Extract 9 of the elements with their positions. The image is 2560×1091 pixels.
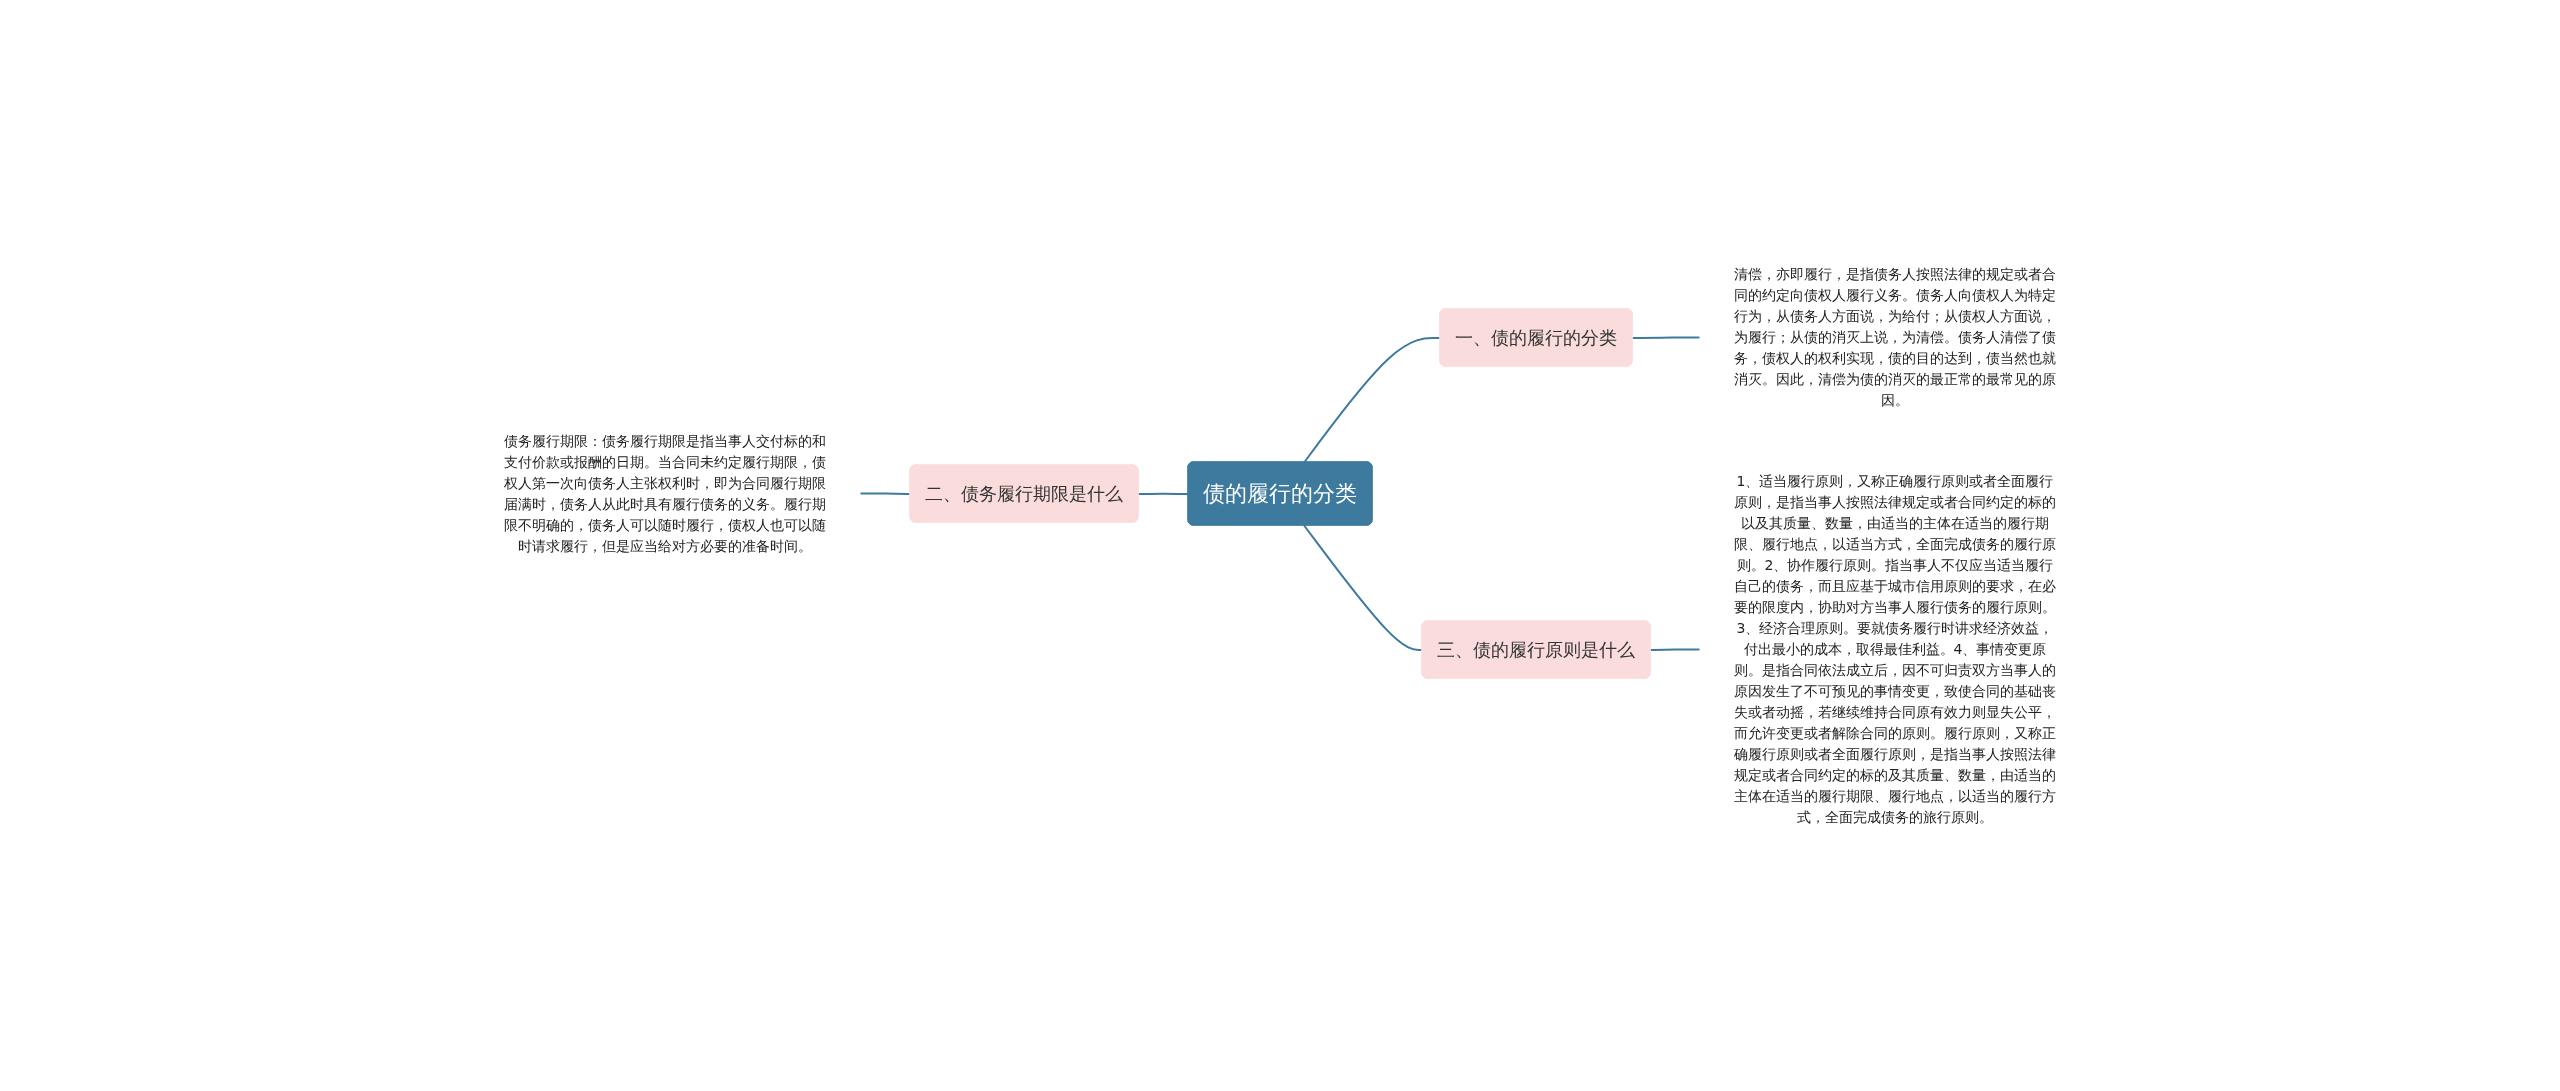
connector	[1303, 336, 1442, 463]
node-text: 清偿，亦即履行，是指债务人按照法律的规定或者合同的约定向债权人履行义务。债务人向债权人为特定行为，从债务人方面说，为给付；从债权人方面说，为履行；从债的消灭上说，为清偿。债务人清偿了债务，债权人的权利实现，债的目的达到，债当然也就消灭。因此，清偿为债的消灭的最正常的最常见的原因。	[1734, 265, 2056, 408]
node-text: 1、适当履行原则，又称正确履行原则或者全面履行原则，是指当事人按照法律规定或者合同约定的标的以及其质量、数量，由适当的主体在适当的履行期限、履行地点，以适当方式，全面完成债务的履行原则。2、协作履行原则。指当事人不仅应当适当履行自己的债务，而且应基于城市信用原则的要求，在必要的限度内，协助对方当事人履行债务的履行原则。3、经济合理原则。要就债务履行时讲求经济效益，付出最小的成本，取得最佳利益。4、事情变更原则。是指合同依法成立后，因不可归责双方当事人的原因发生了不可预见的事情变更，致使合同的基础丧失或者动摇，若继续维持合同原有效力则显失公平，而允许变更或者解除合同的原则。履行原则，又称正确履行原则或者全面履行原则，是指当事人按照法律规定或者合同约定的标的及其质量、数量，由适当的主体在适当的履行期限、履行地点，以适当的履行方式，全面完成债务的旅行原则。	[1734, 472, 2056, 825]
connector	[1303, 524, 1424, 651]
node-text: 债务履行期限：债务履行期限是指当事人交付标的和支付价款或报酬的日期。当合同未约定履行期限，债权人第一次向债务人主张权利时，即为合同履行期限届满时，债务人从此时具有履行债务的义务。履行期限不明确的，债务人可以随时履行，债权人也可以随时请求履行，但是应当给对方必要的准备时间。	[504, 432, 826, 553]
connector	[1649, 648, 1701, 651]
connector	[1137, 492, 1190, 495]
connector	[1631, 336, 1701, 339]
connector	[859, 492, 912, 495]
